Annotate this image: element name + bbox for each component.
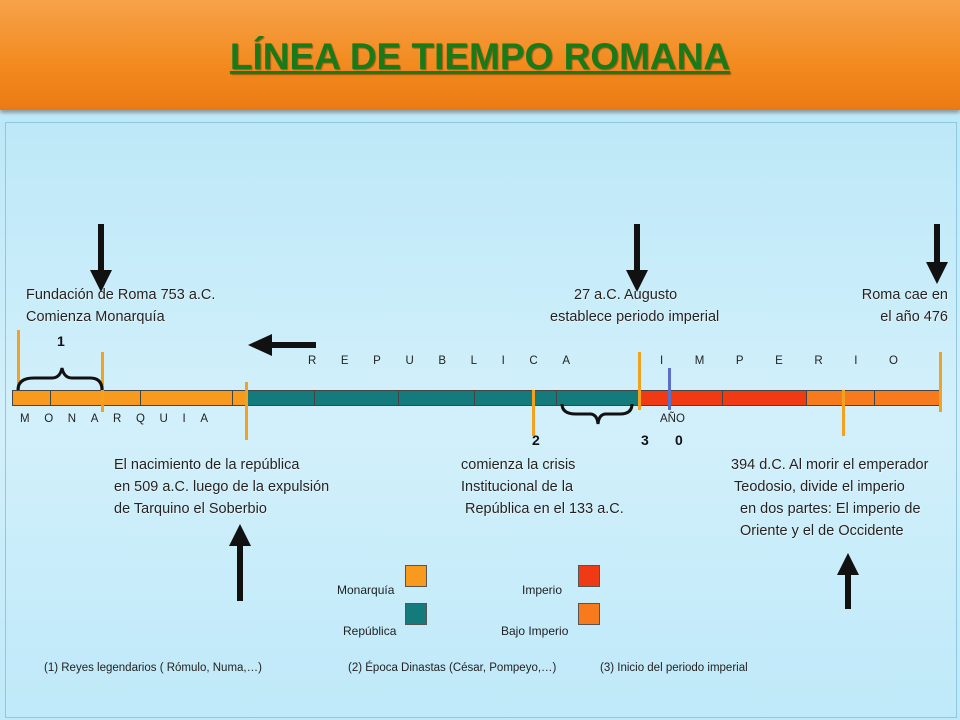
marker-2: 2 — [532, 432, 540, 448]
arrow-up-division-icon — [837, 553, 859, 609]
republic-text-3: de Tarquino el Soberbio — [114, 501, 267, 517]
tick-foundation — [17, 330, 20, 390]
bar-segment-monarquia — [140, 390, 232, 406]
fall-text-1: Roma cae en — [861, 287, 948, 303]
legend-label-monarquia: Monarquía — [337, 583, 395, 597]
bar-segment-monarquia — [12, 390, 50, 406]
year-zero-marker — [668, 368, 671, 410]
brace-monarquia-icon — [16, 367, 104, 391]
arrow-left-icon — [248, 334, 316, 356]
ano-label: AÑO — [660, 413, 685, 425]
footnote-2: (2) Época Dinastas (César, Pompeyo,…) — [348, 662, 557, 674]
legend-swatch-imperio — [578, 565, 600, 587]
tick-republic — [245, 382, 248, 440]
page-title: LÍNEA DE TIEMPO ROMANA — [229, 36, 731, 77]
augustus-text-1: 27 a.C. Augusto — [574, 287, 678, 303]
footnote-1: (1) Reyes legendarios ( Rómulo, Numa,…) — [44, 662, 262, 674]
fall-text-2: el año 476 — [880, 309, 948, 325]
arrow-down-foundation-icon — [90, 224, 112, 292]
marker-0: 0 — [675, 432, 683, 448]
foundation-text-2: Comienza Monarquía — [26, 309, 165, 325]
tick-fall — [939, 352, 942, 412]
slide-body — [0, 116, 960, 720]
republic-text-1: El nacimiento de la república — [114, 457, 300, 473]
legend-label-republica: República — [343, 624, 397, 638]
division-text-2: Teodosio, divide el imperio — [734, 479, 905, 495]
content-frame — [5, 122, 957, 718]
legend-label-imperio: Imperio — [522, 583, 563, 597]
bar-segment-monarquia — [232, 390, 246, 406]
crisis-text-3: República en el 133 a.C. — [465, 501, 624, 517]
republic-text-2: en 509 a.C. luego de la expulsión — [114, 479, 330, 495]
division-text-4: Oriente y el de Occidente — [740, 523, 904, 539]
tick-crisis — [532, 390, 535, 436]
timeline-bar — [12, 390, 940, 406]
crisis-text-2: Institucional de la — [461, 479, 574, 495]
bar-segment-bajo-imperio — [806, 390, 874, 406]
tick-augustus — [638, 352, 641, 410]
bar-segment-monarquia — [50, 390, 140, 406]
division-text-1: 394 d.C. Al morir el emperador — [731, 457, 929, 473]
footnote-3: (3) Inicio del periodo imperial — [600, 662, 748, 674]
bar-segment-imperio — [722, 390, 806, 406]
bar-segment-republica — [398, 390, 474, 406]
tick-division — [842, 390, 845, 436]
legend-swatch-bajo-imperio — [578, 603, 600, 625]
division-text-3: en dos partes: El imperio de — [740, 501, 921, 517]
legend-swatch-republica — [405, 603, 427, 625]
arrow-down-augustus-icon — [626, 224, 648, 292]
tick-monarquia — [101, 352, 104, 412]
legend-label-bajo-imperio: Bajo Imperio — [501, 624, 569, 638]
augustus-text-2: establece periodo imperial — [550, 309, 720, 325]
bar-segment-republica — [314, 390, 398, 406]
title-banner — [0, 0, 960, 110]
crisis-text-1: comienza la crisis — [461, 457, 576, 473]
arrow-down-fall-icon — [926, 224, 948, 284]
bar-segment-republica — [556, 390, 640, 406]
marker-3: 3 — [641, 432, 649, 448]
brace-crisis-icon — [560, 403, 634, 425]
marker-1: 1 — [57, 333, 65, 349]
arrow-up-republic-icon — [229, 524, 251, 601]
legend-swatch-monarquia — [405, 565, 427, 587]
foundation-text-1: Fundación de Roma 753 a.C. — [26, 287, 216, 303]
bar-segment-republica — [474, 390, 556, 406]
